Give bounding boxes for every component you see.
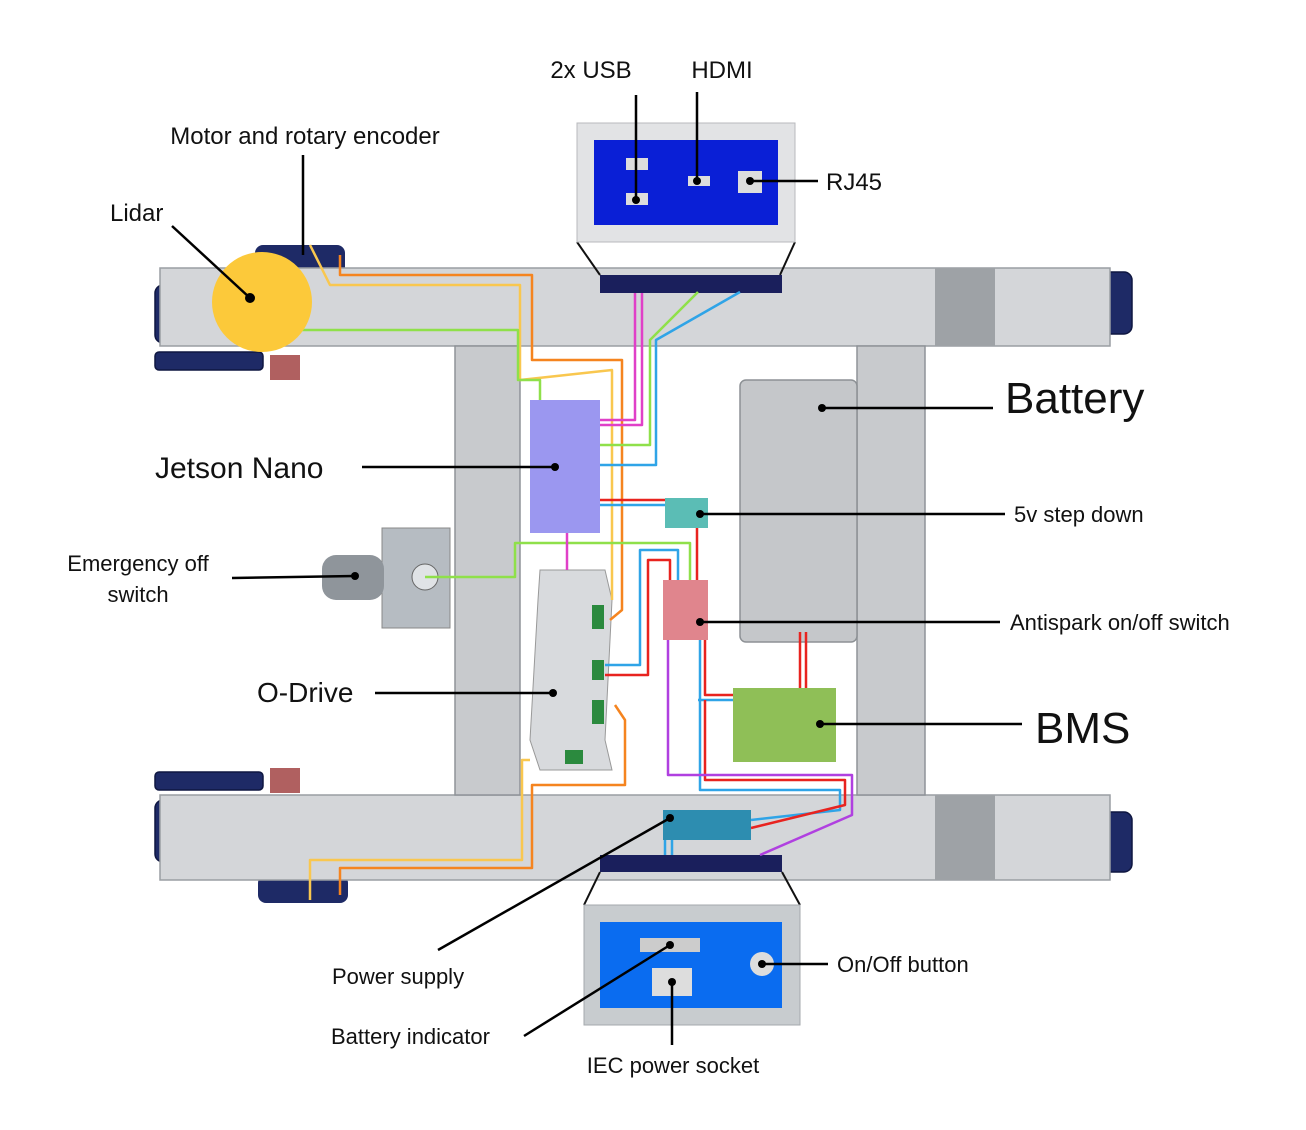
label-battery-indicator: Battery indicator	[331, 1024, 490, 1049]
label-stepdown: 5v step down	[1014, 502, 1144, 527]
wiring	[290, 244, 854, 900]
label-on-off-button: On/Off button	[837, 952, 969, 977]
label-motor-encoder: Motor and rotary encoder	[170, 123, 439, 150]
label-emergency-line2: switch	[107, 582, 168, 607]
leader-lines	[171, 92, 1022, 1045]
top-connector	[600, 275, 782, 293]
label-bms: BMS	[1035, 704, 1130, 753]
antispark-switch	[663, 580, 708, 640]
label-lidar: Lidar	[110, 200, 163, 227]
label-odrive: O-Drive	[257, 677, 353, 708]
label-hdmi: HDMI	[691, 57, 752, 84]
battery-box	[739, 379, 858, 643]
bottom-connector	[600, 855, 782, 872]
label-emergency-line1: Emergency off	[67, 551, 209, 576]
label-battery: Battery	[1005, 374, 1144, 423]
label-antispark: Antispark on/off switch	[1010, 610, 1230, 635]
leader-dots	[245, 177, 826, 986]
power-supply	[663, 810, 751, 840]
label-usb: 2x USB	[550, 57, 631, 84]
label-power-supply: Power supply	[332, 964, 464, 989]
label-rj45: RJ45	[826, 169, 882, 196]
lidar	[212, 252, 312, 352]
label-iec-socket: IEC power socket	[587, 1053, 759, 1078]
odrive-board	[529, 569, 613, 771]
right-wheels	[994, 271, 1133, 874]
label-jetson-nano: Jetson Nano	[155, 452, 323, 485]
